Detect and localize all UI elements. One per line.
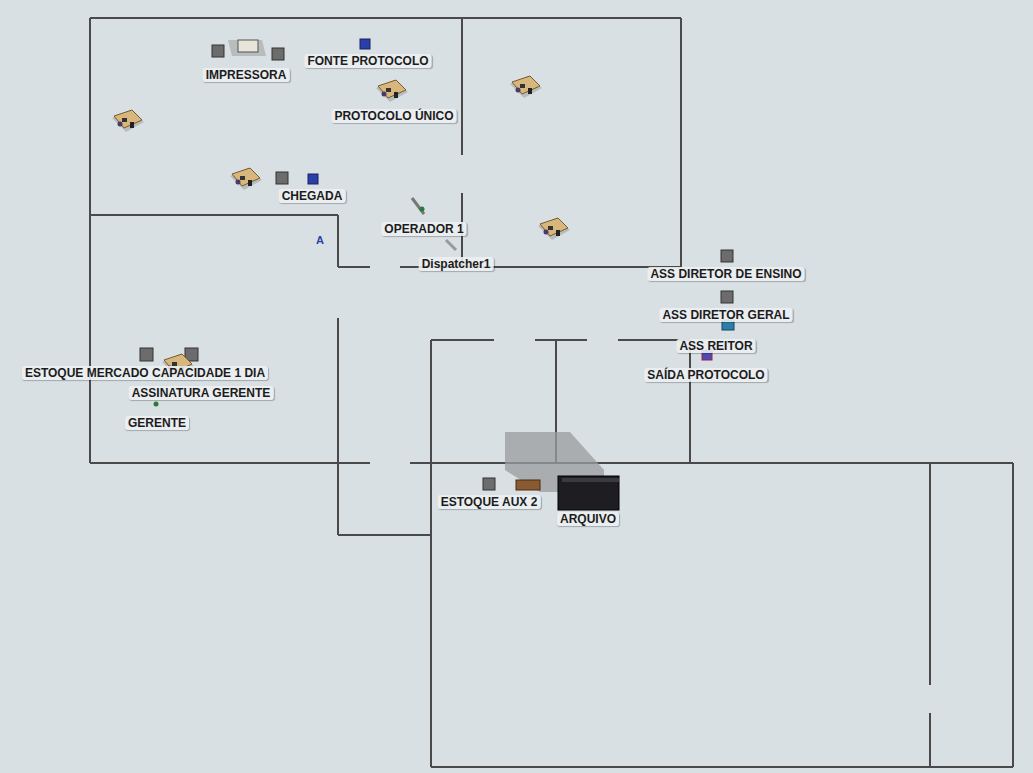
svg-text:A: A: [316, 234, 324, 246]
signature-label: ASSINATURA GERENTE: [129, 386, 274, 400]
signature-label: ASS DIRETOR DE ENSINO: [647, 267, 804, 281]
manager-label: GERENTE: [125, 416, 189, 430]
storage-label: ESTOQUE MERCADO CAPACIDADE 1 DIA: [22, 366, 268, 380]
source-label: FONTE PROTOCOLO: [304, 54, 431, 68]
storage-label: ESTOQUE AUX 2: [438, 495, 541, 509]
operator-label: OPERADOR 1: [381, 222, 466, 236]
signature-label: ASS REITOR: [676, 339, 755, 353]
signature-label: ASS DIRETOR GERAL: [659, 308, 792, 322]
printer-label: IMPRESSORA: [203, 68, 290, 82]
archive-label: ARQUIVO: [557, 512, 619, 526]
walls: [90, 18, 1013, 767]
dispatcher-label: Dispatcher1: [419, 257, 494, 271]
arrival-label: CHEGADA: [279, 189, 346, 203]
sink-label: SAÍDA PROTOCOLO: [644, 368, 767, 382]
objects: A: [112, 39, 734, 510]
queue-label: PROTOCOLO ÚNICO: [331, 109, 456, 123]
